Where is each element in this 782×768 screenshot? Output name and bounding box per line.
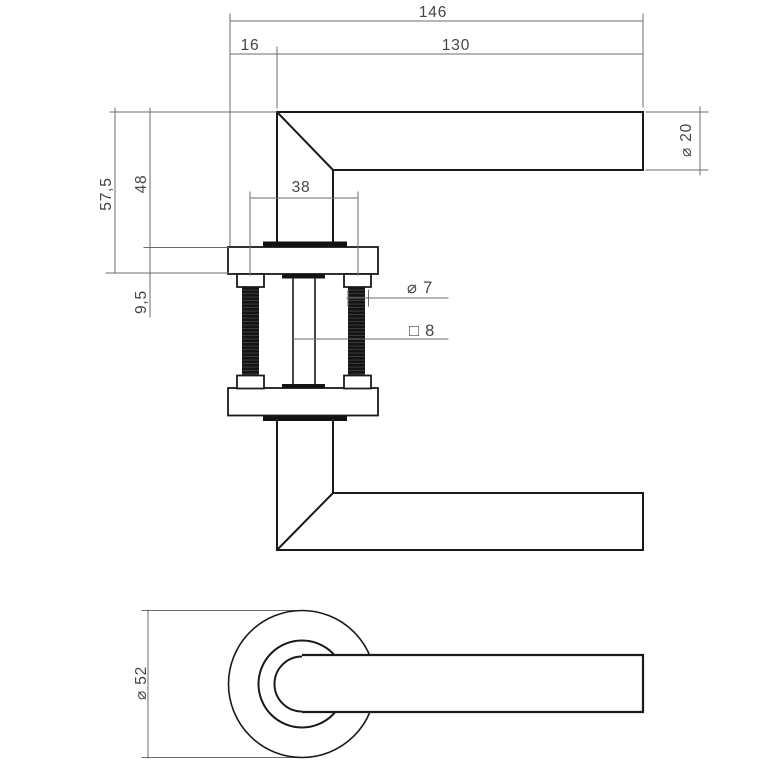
dimension-labels: 146 16 130 57,5 48 9,5 38 ⌀ 7 □ 8 ⌀ 20 ⌀… [98,4,695,700]
dim-38-line [249,191,359,276]
spindle-lines [292,277,316,386]
mounting-nuts [236,273,372,390]
label-spindle-square: □ 8 [409,322,435,340]
rose-tick-lines [105,247,229,274]
label-lever-diameter: ⌀ 20 [678,123,695,157]
threaded-bolts [242,287,365,376]
rose-cover-strips [263,241,347,421]
lower-lever-outline [275,418,644,552]
lower-rose [227,387,379,417]
top-view-assembly [227,110,644,552]
label-height-to-rose: 48 [133,175,150,194]
dim-52-lines [141,609,296,759]
leader-bolt-diameter [346,289,449,307]
front-view-rose [141,609,645,759]
label-total-length: 146 [419,4,447,21]
label-rose-diameter: ⌀ 52 [133,666,150,700]
label-lever-length: 130 [442,37,470,54]
dim-20-lines [645,106,709,176]
label-total-height: 57,5 [98,177,115,210]
dim-extension-lines-top [229,13,644,247]
dimension-lines [105,13,709,340]
front-lever-bar [302,653,645,714]
label-screw-distance: 38 [292,179,311,196]
label-bolt-diameter: ⌀ 7 [407,279,433,297]
label-neck-offset: 16 [241,37,260,54]
upper-lever-outline [275,110,644,244]
label-rose-thickness: 9,5 [133,290,150,314]
